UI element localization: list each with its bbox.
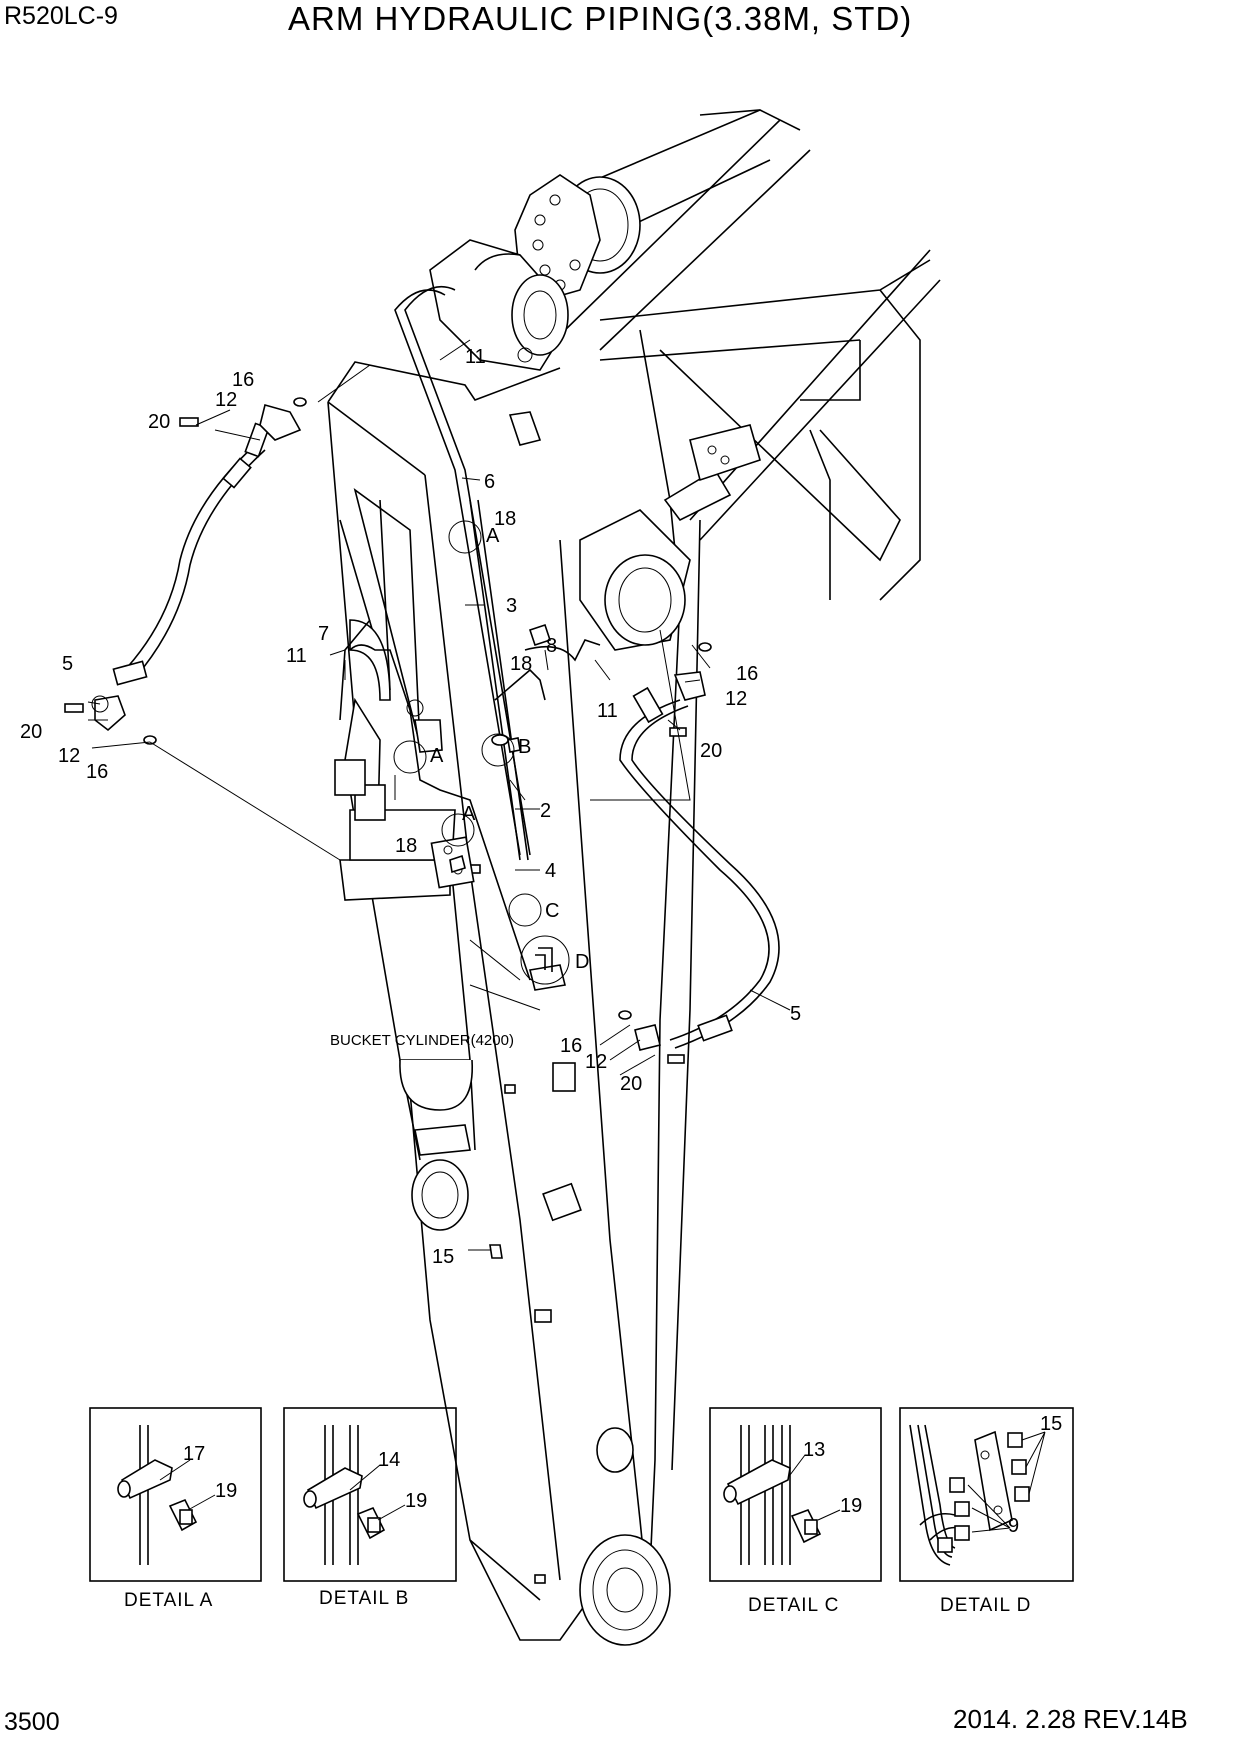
callout-18-lower: 18	[395, 835, 417, 857]
callout-A-mid: A	[430, 745, 444, 767]
callout-16-top-left: 16	[232, 369, 254, 391]
page-title: ARM HYDRAULIC PIPING(3.38M, STD)	[288, 0, 913, 37]
callout-20-top-left: 20	[148, 411, 170, 433]
callout-5-left: 5	[62, 653, 73, 675]
callout-12-lower: 12	[585, 1051, 607, 1073]
detail-d-callout-15: 15	[1040, 1413, 1062, 1435]
boom-cylinder	[514, 109, 771, 301]
callout-A-lower: A	[462, 803, 476, 825]
callout-7: 7	[318, 623, 329, 645]
detail-c-title: DETAIL C	[748, 1595, 839, 1616]
callout-18-top: 18	[494, 508, 516, 530]
bucket-cylinder-label: BUCKET CYLINDER(4200)	[330, 1032, 514, 1049]
detail-c-callout-13: 13	[803, 1439, 825, 1461]
model-number: R520LC-9	[4, 2, 118, 30]
callout-4: 4	[545, 860, 556, 882]
callout-12-top-left: 12	[215, 389, 237, 411]
callout-5-right: 5	[790, 1003, 801, 1025]
callout-labels: 16 12 20 5 20 12 16 11 6 18 A 3 7 11 18 …	[20, 346, 801, 1268]
callout-12-right: 12	[725, 688, 747, 710]
callout-11-right: 11	[597, 700, 618, 722]
callout-16-lower: 16	[560, 1035, 582, 1057]
boom-arm-pivot	[579, 424, 761, 651]
bucket-cylinder	[334, 619, 503, 1259]
detail-d-panel: 15 9 DETAIL D	[899, 1407, 1074, 1616]
callout-11-left: 11	[286, 645, 307, 667]
detail-c-panel: 13 19 DETAIL C	[709, 1407, 882, 1616]
hoses-and-pipes	[64, 285, 780, 1049]
detail-a-callout-17: 17	[183, 1443, 205, 1465]
callout-15-main: 15	[432, 1246, 454, 1268]
callout-D: D	[575, 951, 589, 973]
page-number: 3500	[4, 1708, 60, 1736]
callout-20-right: 20	[700, 740, 722, 762]
callout-B: B	[518, 736, 531, 758]
callout-11-top: 11	[465, 346, 486, 368]
detail-b-title: DETAIL B	[319, 1588, 409, 1609]
leader-lines	[87, 339, 791, 1251]
detail-b-panel: 14 19 DETAIL B	[283, 1407, 457, 1609]
revision-date: 2014. 2.28 REV.14B	[953, 1704, 1188, 1734]
callout-3: 3	[506, 595, 517, 617]
callout-A-top: A	[486, 525, 500, 547]
detail-b-callout-14: 14	[378, 1449, 400, 1471]
callout-2: 2	[540, 800, 551, 822]
detail-a-callout-19: 19	[215, 1480, 237, 1502]
detail-location-markers	[393, 520, 570, 985]
callout-16-left: 16	[86, 761, 108, 783]
callout-8: 8	[546, 635, 557, 657]
detail-b-callout-19: 19	[405, 1490, 427, 1512]
callout-16-right: 16	[736, 663, 758, 685]
arm-top-pivot	[429, 239, 569, 446]
callout-18-mid: 18	[510, 653, 532, 675]
detail-a-title: DETAIL A	[124, 1590, 213, 1611]
callout-C: C	[545, 900, 559, 922]
callout-20-left: 20	[20, 721, 42, 743]
detail-c-callout-19: 19	[840, 1495, 862, 1517]
detail-a-panel: 17 19 DETAIL A	[89, 1407, 262, 1611]
detail-d-title: DETAIL D	[940, 1595, 1031, 1616]
detail-d-callout-9: 9	[1008, 1515, 1019, 1537]
callout-20-lower: 20	[620, 1073, 642, 1095]
callout-12-left: 12	[58, 745, 80, 767]
callout-6: 6	[484, 471, 495, 493]
